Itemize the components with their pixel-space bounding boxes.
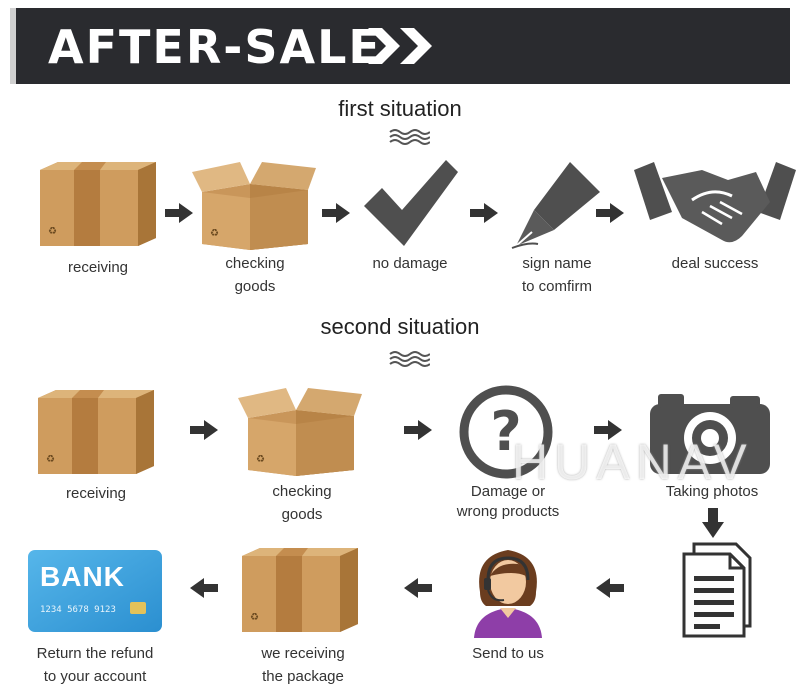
svg-text:♻: ♻ bbox=[48, 226, 57, 237]
svg-text:?: ? bbox=[490, 400, 521, 463]
pen-icon bbox=[511, 162, 600, 249]
double-chevron-icon bbox=[368, 28, 432, 64]
arrow-left-icon bbox=[596, 578, 624, 598]
step-label: no damage bbox=[372, 255, 448, 272]
bank-card-number: 1234 5678 9123 bbox=[40, 605, 116, 615]
closed-box-icon: ♻ bbox=[242, 548, 358, 632]
svg-text:♻: ♻ bbox=[250, 612, 259, 623]
step-label: Taking photos bbox=[665, 483, 759, 500]
checkmark-icon bbox=[364, 160, 458, 246]
step-label: Send to us bbox=[472, 645, 544, 662]
handshake-icon bbox=[634, 162, 796, 243]
page-title: AFTER-SALE bbox=[48, 20, 382, 74]
second-situation-title: second situation bbox=[320, 314, 480, 339]
document-icon bbox=[682, 542, 752, 638]
arrow-right-icon bbox=[596, 203, 624, 223]
closed-box-icon: ♻ bbox=[38, 390, 154, 474]
wave-divider-icon bbox=[389, 129, 430, 145]
arrow-right-icon bbox=[190, 420, 218, 440]
arrow-left-icon bbox=[404, 578, 432, 598]
bank-card-label: BANK bbox=[40, 561, 125, 592]
arrow-left-icon bbox=[190, 578, 218, 598]
banner-accent bbox=[10, 8, 16, 84]
arrow-right-icon bbox=[404, 420, 432, 440]
camera-icon bbox=[650, 394, 770, 474]
arrow-right-icon bbox=[470, 203, 498, 223]
svg-text:♻: ♻ bbox=[46, 454, 55, 465]
step-label: deal success bbox=[671, 255, 759, 272]
step-label: receiving bbox=[65, 485, 127, 502]
closed-box-icon: ♻ bbox=[40, 162, 156, 246]
arrow-right-icon bbox=[322, 203, 350, 223]
open-box-icon: ♻ bbox=[238, 388, 362, 476]
svg-text:♻: ♻ bbox=[210, 228, 219, 239]
arrow-right-icon bbox=[165, 203, 193, 223]
header-banner: AFTER-SALE bbox=[10, 8, 790, 84]
arrow-down-icon bbox=[702, 508, 724, 538]
bank-card-icon bbox=[28, 550, 162, 632]
question-mark-icon: ? bbox=[459, 385, 553, 479]
arrow-right-icon bbox=[594, 420, 622, 440]
customer-service-agent-icon bbox=[474, 550, 542, 638]
step-label: receiving bbox=[67, 259, 129, 276]
first-situation-title: first situation bbox=[338, 96, 462, 121]
svg-text:♻: ♻ bbox=[256, 454, 265, 465]
open-box-icon: ♻ bbox=[192, 162, 316, 250]
watermark: HUANAV bbox=[512, 434, 753, 490]
wave-divider-icon bbox=[389, 351, 430, 367]
